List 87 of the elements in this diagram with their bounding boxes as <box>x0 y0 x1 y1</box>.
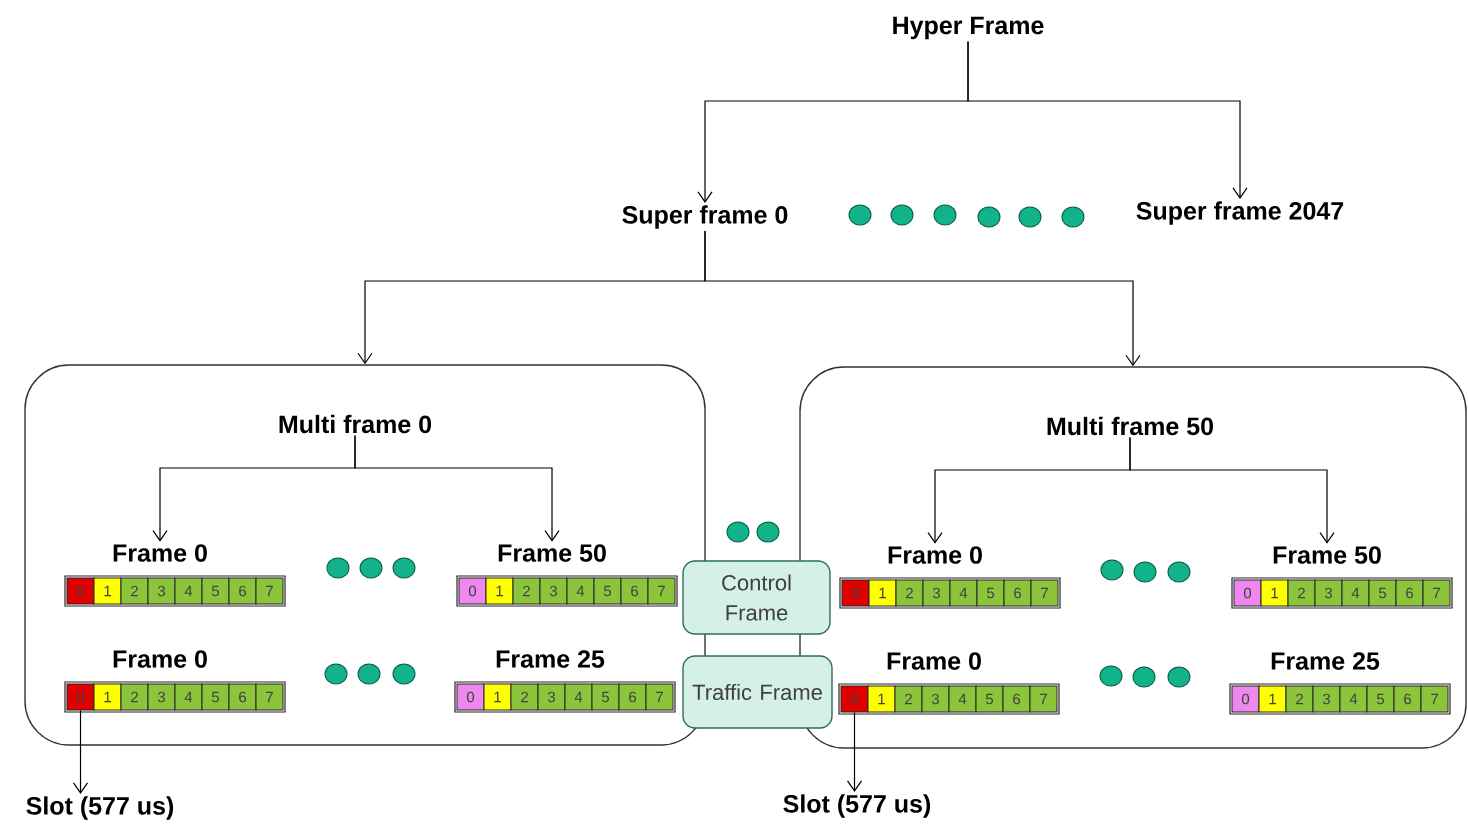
slot-cell: 2 <box>120 683 149 711</box>
frame-type-box: Control Frame <box>682 560 831 635</box>
arrow <box>704 230 1141 367</box>
slot-cell: 7 <box>1422 579 1451 607</box>
slot-cell: 3 <box>922 579 951 607</box>
slot-cell: 6 <box>1393 685 1422 713</box>
frame-title: Frame 25 <box>1271 652 1380 670</box>
slot-cell: 2 <box>894 685 923 713</box>
slot-cell: 4 <box>948 685 977 713</box>
slot-cell: 4 <box>566 577 595 605</box>
slot-cell: 0 <box>1233 579 1262 607</box>
slot-cell: 4 <box>174 577 203 605</box>
slot-cell: 4 <box>1339 685 1368 713</box>
slot-cell: 7 <box>1029 685 1058 713</box>
frame-title: Frame 0 <box>888 546 982 564</box>
slot-cell: 5 <box>591 683 620 711</box>
slot-cell: 5 <box>1368 579 1397 607</box>
arrow <box>967 41 1248 199</box>
slot-cell: 5 <box>201 683 230 711</box>
slot-cell: 3 <box>539 577 568 605</box>
frame-title: Frame 25 <box>496 650 605 668</box>
slot-cell: 2 <box>1285 685 1314 713</box>
slot-cell: 3 <box>147 683 176 711</box>
slot-cell: 4 <box>564 683 593 711</box>
slot-cell: 0 <box>458 577 487 605</box>
frame-title: Frame 50 <box>1273 546 1381 564</box>
slot-cell: 5 <box>976 579 1005 607</box>
slot-cell: 6 <box>618 683 647 711</box>
slot-cell: 3 <box>537 683 566 711</box>
slot-cell: 2 <box>895 579 924 607</box>
slot-cell: 1 <box>1258 685 1287 713</box>
slot-cell: 6 <box>228 577 257 605</box>
slot-cell: 1 <box>483 683 512 711</box>
slot-cell: 7 <box>645 683 674 711</box>
label-text: Slot (577 us) <box>783 794 931 818</box>
slot-cell: 6 <box>1002 685 1031 713</box>
slot-cell: 2 <box>512 577 541 605</box>
slot-cell: 2 <box>1287 579 1316 607</box>
slot-cell: 2 <box>510 683 539 711</box>
slot-cell: 0 <box>841 579 870 607</box>
frame-type-box: Traffic Frame <box>682 655 833 729</box>
slot-cell: 5 <box>593 577 622 605</box>
slot-cell: 6 <box>1395 579 1424 607</box>
slot-cell: 0 <box>1231 685 1260 713</box>
leader-line <box>72 709 89 794</box>
arrow <box>354 435 560 542</box>
slot-cell: 7 <box>255 683 284 711</box>
slot-cell: 3 <box>1314 579 1343 607</box>
slot-cell: 7 <box>1030 579 1059 607</box>
label-text: Slot (577 us) <box>26 796 174 820</box>
slot-cell: 4 <box>949 579 978 607</box>
slot-cell: 5 <box>201 577 230 605</box>
slot-cell: 1 <box>1260 579 1289 607</box>
slot-cell: 7 <box>647 577 676 605</box>
slot-cell: 6 <box>228 683 257 711</box>
slot-cell: 3 <box>147 577 176 605</box>
slot-cell: 2 <box>120 577 149 605</box>
slot-cell: 1 <box>868 579 897 607</box>
slot-cell: 6 <box>1003 579 1032 607</box>
panel-heading: Multi frame 0 <box>279 414 432 434</box>
slot-cell: 1 <box>93 683 122 711</box>
frame-title: Frame 0 <box>887 652 981 670</box>
slot-cell: 0 <box>456 683 485 711</box>
label-text: Super frame 2047 <box>1136 201 1344 225</box>
frame-title: Frame 50 <box>498 544 606 562</box>
label-text: Super frame 0 <box>622 205 788 229</box>
slot-cell: 4 <box>174 683 203 711</box>
slot-cell: 0 <box>66 683 95 711</box>
slot-cell: 3 <box>1312 685 1341 713</box>
slot-cell: 7 <box>1420 685 1449 713</box>
slot-cell: 1 <box>93 577 122 605</box>
slot-cell: 5 <box>1366 685 1395 713</box>
panel-heading: Multi frame 50 <box>1047 416 1213 436</box>
slot-cell: 0 <box>840 685 869 713</box>
slot-cell: 1 <box>485 577 514 605</box>
slot-cell: 4 <box>1341 579 1370 607</box>
arrow <box>1129 436 1335 544</box>
slot-cell: 0 <box>66 577 95 605</box>
slot-cell: 3 <box>921 685 950 713</box>
slot-cell: 1 <box>867 685 896 713</box>
frame-title: Frame 0 <box>113 544 207 562</box>
label-text: Hyper Frame <box>893 16 1044 40</box>
slot-cell: 7 <box>255 577 284 605</box>
slot-cell: 6 <box>620 577 649 605</box>
frame-title: Frame 0 <box>113 650 207 668</box>
slot-cell: 5 <box>975 685 1004 713</box>
leader-line <box>846 711 863 792</box>
